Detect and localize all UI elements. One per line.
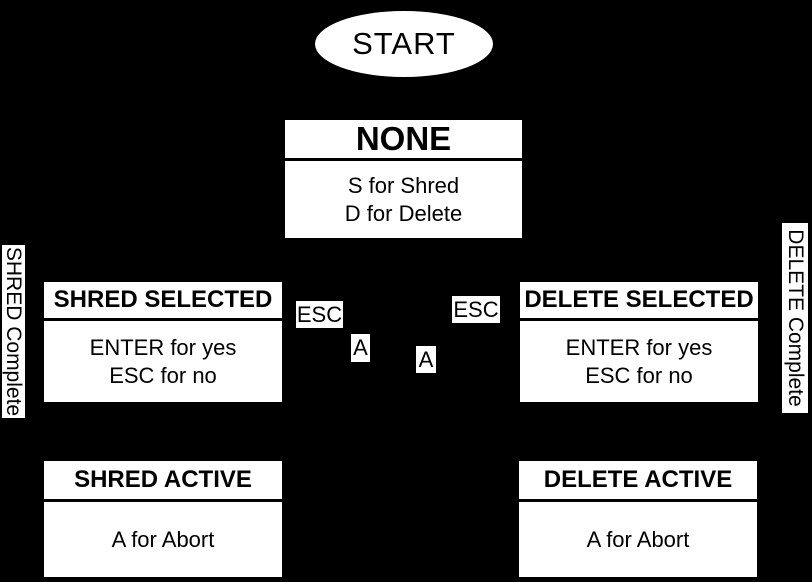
state-delete-selected-line2: ESC for no xyxy=(585,362,693,388)
state-delete-selected-line1: ENTER for yes xyxy=(565,334,713,360)
state-shred-active-line1: A for Abort xyxy=(111,526,215,552)
state-delete-active: DELETE ACTIVE A for Abort xyxy=(519,461,757,577)
state-shred-selected-body: ENTER for yes ESC for no xyxy=(44,321,282,402)
state-delete-selected: DELETE SELECTED ENTER for yes ESC for no xyxy=(520,282,758,402)
state-none-line2: D for Delete xyxy=(344,200,463,226)
state-shred-selected: SHRED SELECTED ENTER for yes ESC for no xyxy=(44,282,282,402)
state-none-title: NONE xyxy=(285,120,522,161)
state-shred-selected-title: SHRED SELECTED xyxy=(44,282,282,321)
edge-label-esc-left: ESC xyxy=(296,301,343,328)
side-label-shred-complete: SHRED Complete xyxy=(2,245,26,418)
side-label-delete-complete: DELETE Complete xyxy=(782,223,808,413)
state-delete-active-title: DELETE ACTIVE xyxy=(519,461,757,502)
state-delete-active-body: A for Abort xyxy=(519,502,757,577)
state-shred-active-body: A for Abort xyxy=(44,502,282,577)
edge-label-abort-left: A xyxy=(351,334,370,362)
state-none: NONE S for Shred D for Delete xyxy=(285,120,522,238)
state-shred-active-title: SHRED ACTIVE xyxy=(44,461,282,502)
state-none-line1: S for Shred xyxy=(347,172,460,198)
state-shred-selected-line1: ENTER for yes xyxy=(89,334,237,360)
state-shred-active: SHRED ACTIVE A for Abort xyxy=(44,461,282,577)
state-shred-selected-line2: ESC for no xyxy=(109,362,217,388)
state-delete-selected-title: DELETE SELECTED xyxy=(520,282,758,321)
state-delete-active-line1: A for Abort xyxy=(586,526,690,552)
state-delete-selected-body: ENTER for yes ESC for no xyxy=(520,321,758,402)
edge-label-esc-right: ESC xyxy=(452,296,500,323)
start-node-label: START xyxy=(352,26,456,61)
start-node: START xyxy=(315,11,493,77)
edge-label-abort-right: A xyxy=(416,346,436,373)
state-none-body: S for Shred D for Delete xyxy=(285,161,522,238)
